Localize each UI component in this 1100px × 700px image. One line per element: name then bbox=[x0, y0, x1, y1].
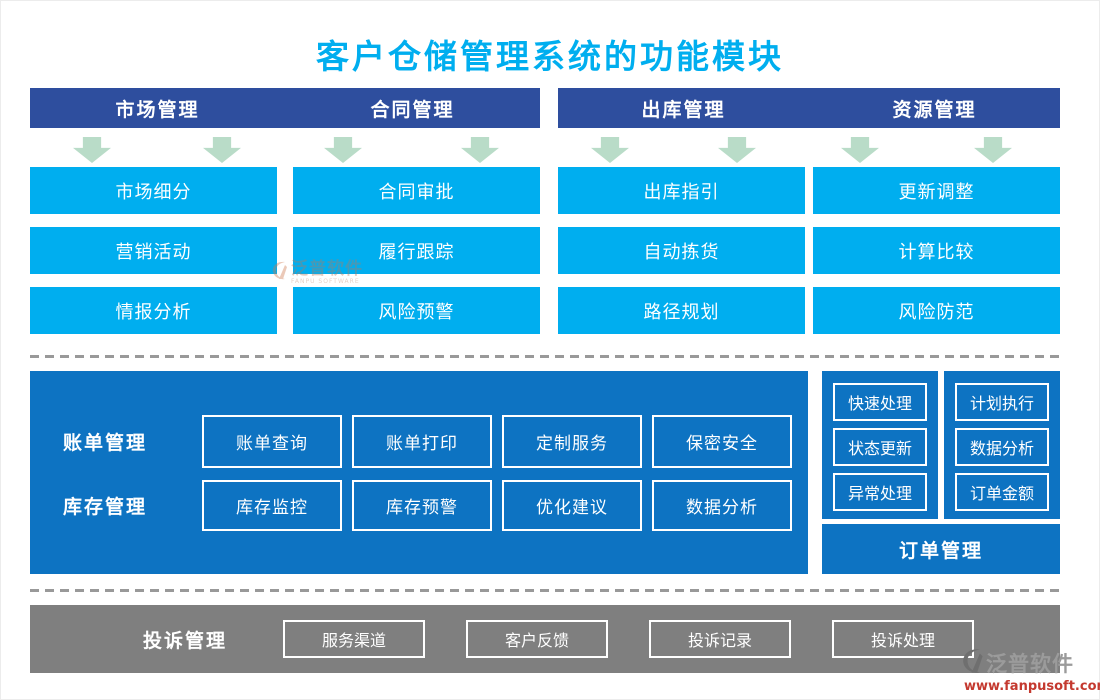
feature-box-data-analysis2: 数据分析 bbox=[955, 428, 1049, 466]
feature-box-status-update: 状态更新 bbox=[833, 428, 927, 466]
inventory-management-label: 库存管理 bbox=[63, 496, 148, 518]
order-management-box: 订单管理 bbox=[822, 524, 1060, 574]
header-market-management: 市场管理 bbox=[115, 98, 200, 121]
feature-box-plan-execute: 计划执行 bbox=[955, 383, 1049, 421]
down-arrow-icon bbox=[591, 137, 629, 163]
feature-box-complaint-record: 投诉记录 bbox=[649, 620, 791, 658]
down-arrow-icon bbox=[203, 137, 241, 163]
complaint-management-bar: 投诉管理 服务渠道 客户反馈 投诉记录 投诉处理 bbox=[30, 605, 1060, 673]
fanpu-watermark-bottom-right: 泛普软件 www.fanpusoft.com bbox=[962, 648, 1100, 694]
down-arrow-icon bbox=[974, 137, 1012, 163]
header-resource-management: 资源管理 bbox=[892, 98, 977, 121]
header-bar-right: 出库管理 资源管理 bbox=[558, 88, 1060, 128]
order-feature-panel-left: 快速处理 状态更新 异常处理 bbox=[822, 371, 938, 519]
module-box-marketing: 营销活动 bbox=[30, 227, 277, 274]
module-box-performance-track: 履行跟踪 bbox=[293, 227, 540, 274]
feature-box-service-channel: 服务渠道 bbox=[283, 620, 425, 658]
billing-inventory-panel: 账单管理 库存管理 账单查询 账单打印 定制服务 保密安全 库存监控 库存预警 … bbox=[30, 371, 808, 574]
fanpu-brand-subtext: FANPU SOFTWARE bbox=[291, 278, 360, 285]
dashed-divider bbox=[30, 589, 1060, 592]
fanpu-logo-icon bbox=[962, 648, 984, 678]
header-contract-management: 合同管理 bbox=[370, 98, 455, 121]
module-box-intel-analysis: 情报分析 bbox=[30, 287, 277, 334]
module-box-calc-compare: 计算比较 bbox=[813, 227, 1060, 274]
feature-box-security: 保密安全 bbox=[652, 415, 792, 468]
module-box-risk-prevention: 风险防范 bbox=[813, 287, 1060, 334]
fanpu-url-text: www.fanpusoft.com bbox=[964, 679, 1100, 694]
billing-management-label: 账单管理 bbox=[63, 432, 148, 454]
feature-box-fast-process: 快速处理 bbox=[833, 383, 927, 421]
feature-box-custom-service: 定制服务 bbox=[502, 415, 642, 468]
header-bar-left: 市场管理 合同管理 bbox=[30, 88, 540, 128]
module-box-auto-picking: 自动拣货 bbox=[558, 227, 805, 274]
module-box-contract-approval: 合同审批 bbox=[293, 167, 540, 214]
order-feature-panel-right: 计划执行 数据分析 订单金额 bbox=[944, 371, 1060, 519]
feature-box-order-amount: 订单金额 bbox=[955, 473, 1049, 511]
down-arrow-icon bbox=[324, 137, 362, 163]
feature-box-complaint-handle: 投诉处理 bbox=[832, 620, 974, 658]
down-arrow-icon bbox=[461, 137, 499, 163]
feature-box-optimize-advice: 优化建议 bbox=[502, 480, 642, 531]
fanpu-brand-text: 泛普软件 bbox=[986, 652, 1074, 676]
feature-box-exception: 异常处理 bbox=[833, 473, 927, 511]
feature-box-bill-query: 账单查询 bbox=[202, 415, 342, 468]
module-box-outbound-guide: 出库指引 bbox=[558, 167, 805, 214]
down-arrow-icon bbox=[841, 137, 879, 163]
complaint-management-label: 投诉管理 bbox=[142, 629, 227, 652]
feature-box-bill-print: 账单打印 bbox=[352, 415, 492, 468]
page-title: 客户仓储管理系统的功能模块 bbox=[316, 37, 784, 76]
feature-box-stock-monitor: 库存监控 bbox=[202, 480, 342, 531]
down-arrow-icon bbox=[73, 137, 111, 163]
dashed-divider bbox=[30, 355, 1060, 358]
module-box-update-adjust: 更新调整 bbox=[813, 167, 1060, 214]
module-box-risk-warning: 风险预警 bbox=[293, 287, 540, 334]
module-box-route-planning: 路径规划 bbox=[558, 287, 805, 334]
module-box-market-segment: 市场细分 bbox=[30, 167, 277, 214]
feature-box-stock-warning: 库存预警 bbox=[352, 480, 492, 531]
feature-box-customer-feedback: 客户反馈 bbox=[466, 620, 608, 658]
header-outbound-management: 出库管理 bbox=[641, 98, 726, 121]
down-arrow-icon bbox=[718, 137, 756, 163]
feature-box-data-analysis: 数据分析 bbox=[652, 480, 792, 531]
